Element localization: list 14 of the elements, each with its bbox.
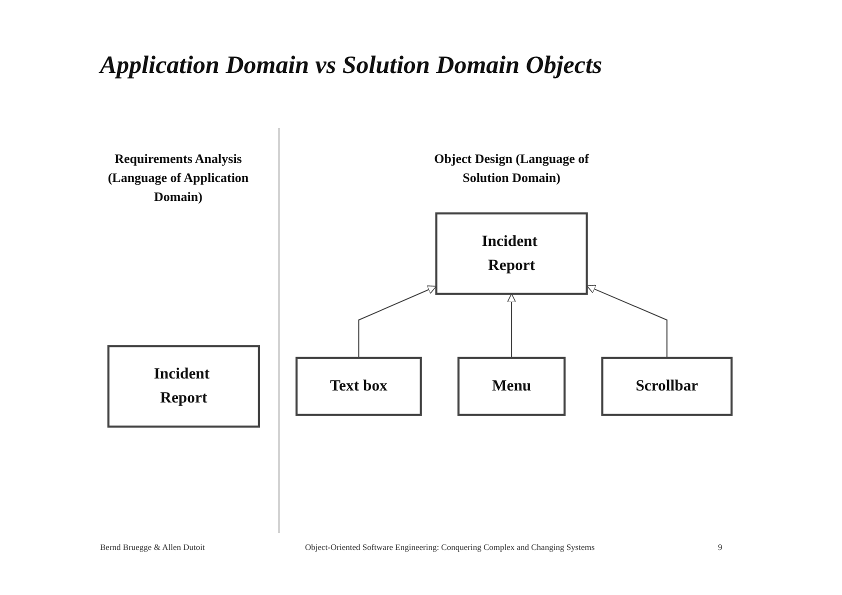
inheritance-arrow — [358, 285, 437, 358]
class-box: Text box — [296, 356, 422, 416]
class-box: Scrollbar — [601, 356, 733, 416]
footer-text: Bernd Bruegge & Allen Dutoit — [100, 542, 205, 552]
column-heading: Object Design (Language of Solution Domain) — [433, 150, 590, 187]
page-number: 9 — [718, 542, 722, 552]
class-box: Incident Report — [107, 345, 260, 428]
class-box: Menu — [457, 356, 566, 416]
footer-text: Object-Oriented Software Engineering: Conquering Complex and Changing Systems — [305, 542, 595, 552]
class-box: Incident Report — [435, 212, 588, 295]
inheritance-arrow — [506, 293, 516, 358]
column-heading: Requirements Analysis (Language of Application Domain) — [106, 150, 250, 206]
slide-title: Application Domain vs Solution Domain Objects — [100, 52, 602, 80]
inheritance-arrow — [586, 284, 668, 358]
